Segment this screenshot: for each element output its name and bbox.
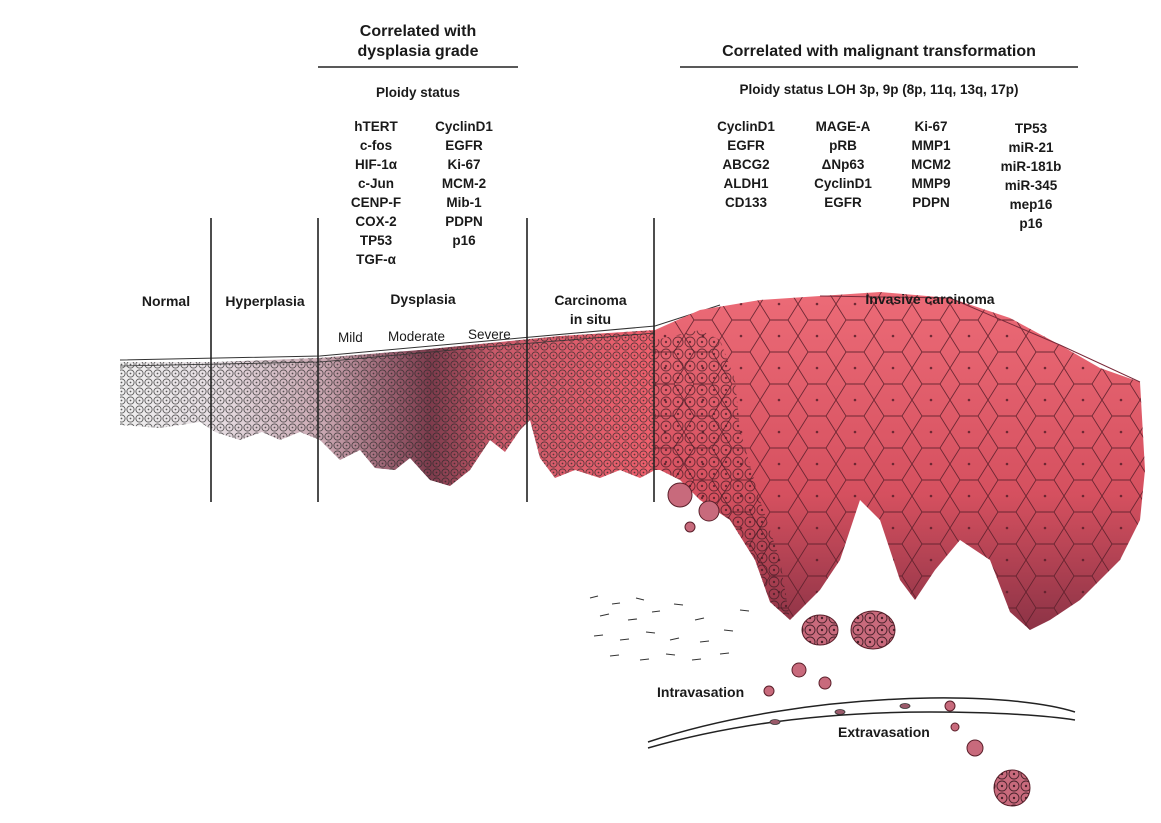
grade-label-severe: Severe [468,327,511,342]
marker: pRB [797,136,889,155]
marker: MCM2 [893,155,969,174]
stage-label-dysplasia: Dysplasia [320,290,526,309]
marker: CyclinD1 [797,174,889,193]
malignant-header: Correlated with malignant transformation [680,42,1078,62]
marker: ALDH1 [703,174,789,193]
dysplasia-markers-col1: hTERT c-fos HIF-1α c-Jun CENP-F COX-2 TP… [336,117,416,269]
marker: MCM-2 [420,174,508,193]
cis-line1: Carcinoma [528,291,653,310]
marker: Ki-67 [893,117,969,136]
marker: miR-181b [986,157,1076,176]
marker: p16 [420,231,508,250]
stage-label-invasive-carcinoma: Invasive carcinoma [800,290,1060,309]
malignant-ploidy-label: Ploidy status LOH 3p, 9p (8p, 11q, 13q, … [680,82,1078,97]
grade-label-moderate: Moderate [388,329,445,344]
marker: ABCG2 [703,155,789,174]
marker: TP53 [986,119,1076,138]
dysplasia-markers-col2: CyclinD1 EGFR Ki-67 MCM-2 Mib-1 PDPN p16 [420,117,508,250]
marker: TP53 [336,231,416,250]
marker: miR-21 [986,138,1076,157]
stage-label-normal: Normal [126,292,206,311]
marker: p16 [986,214,1076,233]
stage-label-hyperplasia: Hyperplasia [213,292,317,311]
event-label-intravasation: Intravasation [657,684,744,700]
marker: ΔNp63 [797,155,889,174]
marker: HIF-1α [336,155,416,174]
marker: PDPN [420,212,508,231]
marker: c-Jun [336,174,416,193]
marker: EGFR [703,136,789,155]
marker: PDPN [893,193,969,212]
marker: mep16 [986,195,1076,214]
marker: MAGE-A [797,117,889,136]
malignant-markers-col2: MAGE-A pRB ΔNp63 CyclinD1 EGFR [797,117,889,212]
marker: CyclinD1 [420,117,508,136]
marker: CD133 [703,193,789,212]
malignant-markers-col1: CyclinD1 EGFR ABCG2 ALDH1 CD133 [703,117,789,212]
malignant-markers-col3: Ki-67 MMP1 MCM2 MMP9 PDPN [893,117,969,212]
dysplasia-header-line1: Correlated with [318,22,518,42]
marker: CyclinD1 [703,117,789,136]
malignant-markers-col4: TP53 miR-21 miR-181b miR-345 mep16 p16 [986,119,1076,233]
stroma-streaks [590,596,749,660]
marker: EGFR [420,136,508,155]
marker: Mib-1 [420,193,508,212]
grade-label-mild: Mild [338,330,363,345]
marker: COX-2 [336,212,416,231]
event-label-extravasation: Extravasation [838,724,930,740]
dysplasia-header-line2: dysplasia grade [318,42,518,62]
marker: CENP-F [336,193,416,212]
marker: c-fos [336,136,416,155]
cis-line2: in situ [528,310,653,329]
marker: TGF-α [336,250,416,269]
marker: Ki-67 [420,155,508,174]
marker: miR-345 [986,176,1076,195]
marker: hTERT [336,117,416,136]
marker: MMP9 [893,174,969,193]
marker: EGFR [797,193,889,212]
dysplasia-ploidy-label: Ploidy status [318,85,518,100]
stage-label-carcinoma-in-situ: Carcinoma in situ [528,291,653,329]
dysplasia-header: Correlated with dysplasia grade [318,22,518,62]
marker: MMP1 [893,136,969,155]
